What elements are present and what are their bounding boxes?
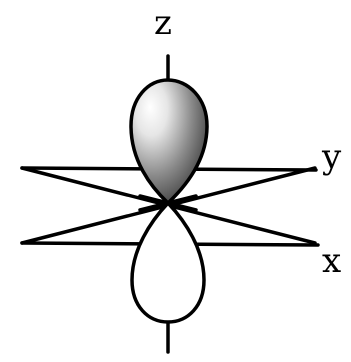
lower-lobe [130,201,206,324]
x-axis-label: x [322,241,342,281]
upper-lobe [129,78,209,205]
z-axis-label: z [154,3,172,43]
axis-over-node-2 [138,194,198,212]
y-axis-label: y [322,137,342,177]
